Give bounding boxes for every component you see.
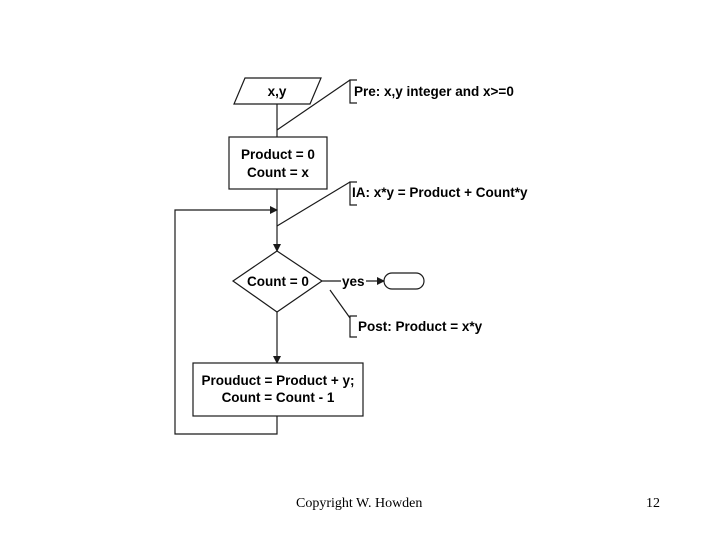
postcondition-connector — [329, 289, 351, 319]
invariant-connector — [276, 181, 351, 227]
loop-body-box — [192, 362, 364, 417]
precondition-bracket — [349, 79, 357, 104]
yes-label: yes — [342, 274, 365, 289]
page-number: 12 — [646, 496, 660, 511]
postcondition-bracket — [349, 315, 357, 338]
copyright-text: Copyright W. Howden — [296, 496, 423, 511]
invariant-label: IA: x*y = Product + Count*y — [352, 185, 528, 200]
body-line-2: Count = Count - 1 — [222, 390, 335, 405]
input-parallelogram — [233, 77, 322, 105]
init-line-2: Count = x — [247, 165, 309, 180]
precondition-label: Pre: x,y integer and x>=0 — [354, 84, 514, 99]
init-box — [228, 136, 328, 190]
loop-back-connector — [174, 206, 278, 435]
terminal-oval — [383, 272, 425, 290]
precondition-connector — [276, 79, 351, 131]
invariant-bracket — [349, 181, 357, 206]
decision-label: Count = 0 — [247, 274, 309, 289]
postcondition-label: Post: Product = x*y — [358, 319, 483, 334]
body-line-1: Prouduct = Product + y; — [201, 373, 354, 388]
input-label: x,y — [268, 84, 287, 99]
init-line-1: Product = 0 — [241, 147, 315, 162]
